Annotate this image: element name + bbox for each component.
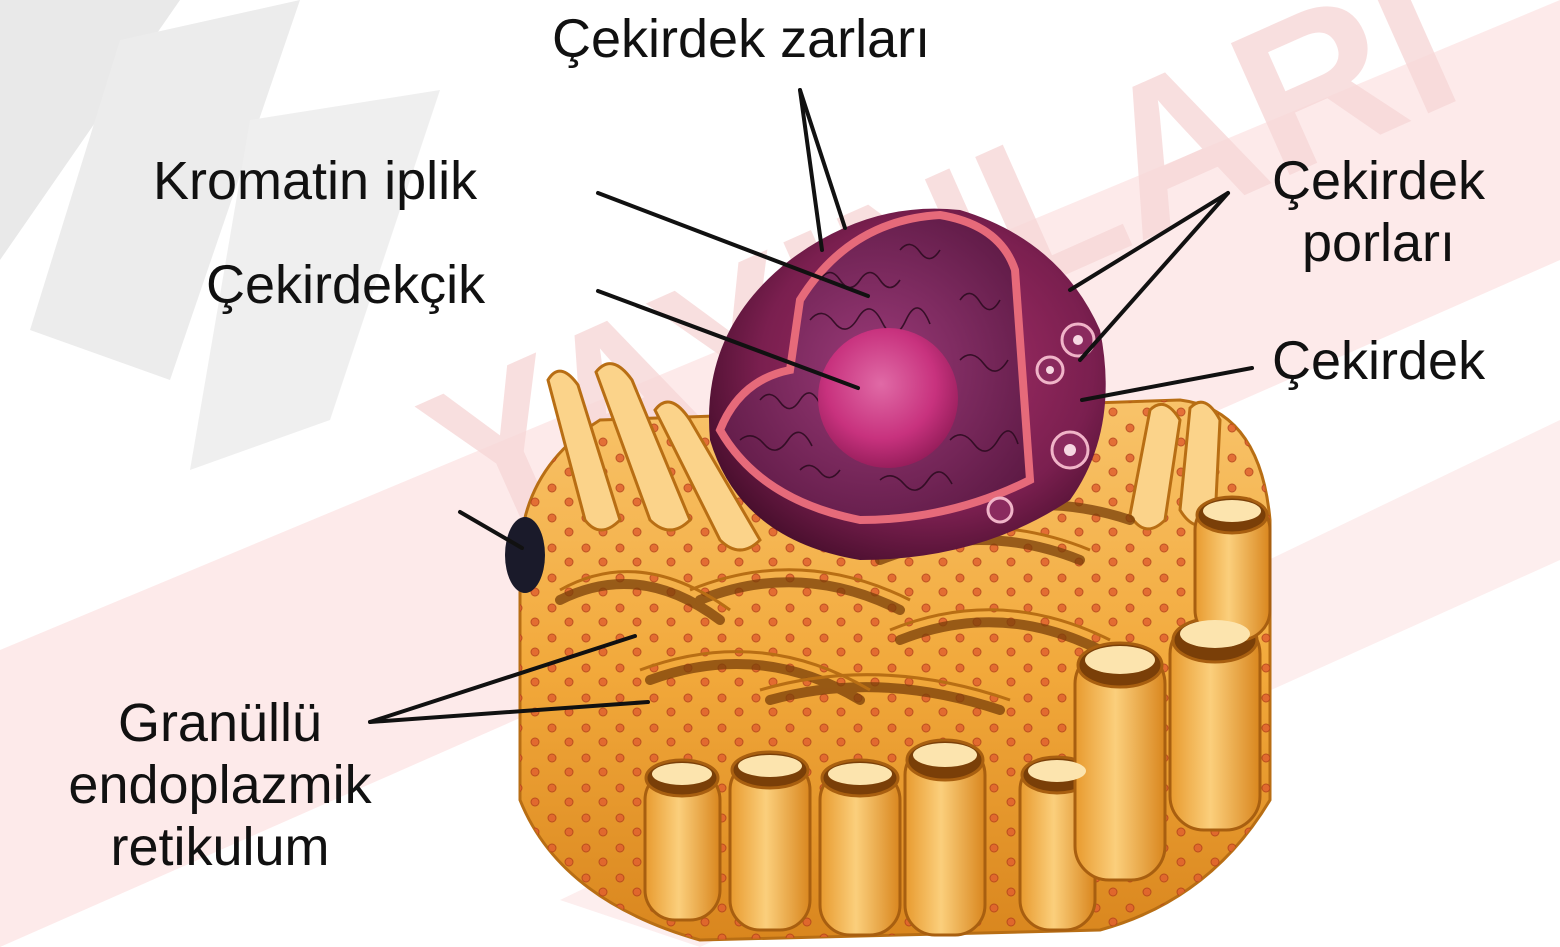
label-nuclear-membranes: Çekirdek zarları <box>552 8 930 70</box>
label-nucleus: Çekirdek <box>1272 330 1485 392</box>
label-rer: Granüllü endoplazmik retikulum <box>10 692 430 878</box>
label-rer-line2: endoplazmik <box>10 754 430 816</box>
label-rer-line1: Granüllü <box>10 692 430 754</box>
label-nucleolus: Çekirdekçik <box>206 254 485 316</box>
label-chromatin: Kromatin iplik <box>153 150 477 212</box>
label-nuclear-pores: Çekirdek porları <box>1236 150 1521 274</box>
label-nuclear-pores-line2: porları <box>1236 212 1521 274</box>
label-nuclear-pores-line1: Çekirdek <box>1236 150 1521 212</box>
label-rer-line3: retikulum <box>10 816 430 878</box>
